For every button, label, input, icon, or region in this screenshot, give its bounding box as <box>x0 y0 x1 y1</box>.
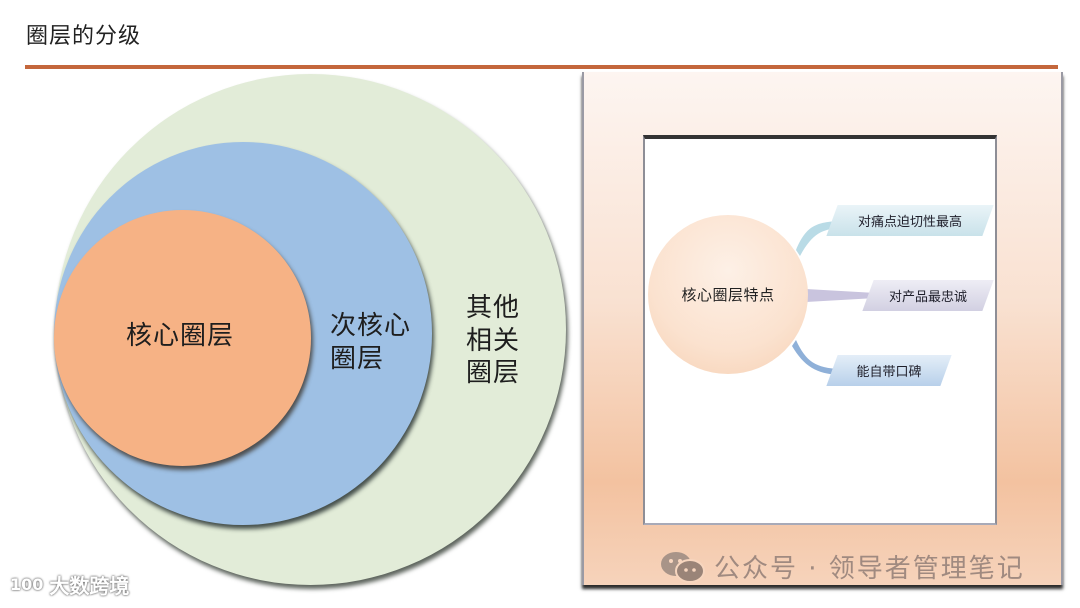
branch-tag-2: 对产品最忠诚 <box>862 280 994 311</box>
logo-watermark-text: 大数跨境 <box>49 574 130 598</box>
branch-label: 能自带口碑 <box>856 365 922 380</box>
core-layer-label: 核心圈层 <box>126 321 235 351</box>
logo-watermark: 100 大数跨境 <box>10 570 129 599</box>
wechat-watermark-text: 公众号 · 领导者管理笔记 <box>714 554 1025 584</box>
branch-tag-1: 对痛点迫切性最高 <box>826 205 994 236</box>
secondary-layer-label: 次核心 圈层 <box>330 311 412 374</box>
branch-tag-3: 能自带口碑 <box>826 355 952 386</box>
branch-label: 对产品最忠诚 <box>888 290 967 305</box>
wechat-watermark: 公众号 · 领导者管理笔记 <box>660 548 1025 585</box>
logo-mark-icon: 100 <box>10 575 44 594</box>
wechat-icon <box>661 551 705 583</box>
other-layer-label: 其他 相关 圈层 <box>466 293 521 388</box>
hub-circle: 核心圈层特点 <box>648 215 808 374</box>
title-divider <box>25 65 1058 69</box>
branch-connector-2 <box>806 289 876 302</box>
hub-label: 核心圈层特点 <box>681 286 775 304</box>
core-layer-circle <box>54 210 311 466</box>
slide-title: 圈层的分级 <box>26 24 142 49</box>
branch-label: 对痛点迫切性最高 <box>857 215 962 230</box>
